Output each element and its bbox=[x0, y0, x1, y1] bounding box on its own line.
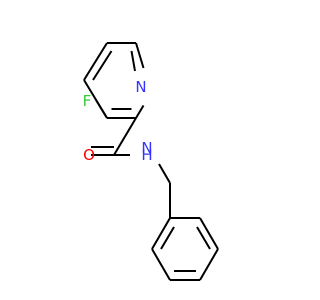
bond-b6-b1-inner bbox=[160, 226, 175, 250]
bond-c2-camide bbox=[113, 117, 137, 156]
bond-b6-b1 bbox=[151, 217, 171, 250]
bond-c5-c4 bbox=[83, 42, 108, 81]
benzene-ring bbox=[151, 217, 219, 281]
bond-n1-c6 bbox=[135, 42, 145, 69]
atom-label-pyridine-n: N bbox=[135, 78, 146, 96]
bond-b3-b4 bbox=[199, 248, 219, 281]
bond-n1-c6-inner bbox=[130, 50, 136, 72]
atom-label-amide-h: H bbox=[141, 146, 152, 164]
bond-b2-b3 bbox=[199, 217, 219, 250]
bond-c2-n1 bbox=[135, 104, 145, 119]
atom-label-oxygen: O bbox=[83, 146, 95, 164]
bond-b2-b3-inner bbox=[196, 226, 211, 250]
atom-label-fluorine: F bbox=[83, 92, 92, 110]
bond-c5-c4-inner bbox=[92, 50, 113, 81]
atom-label-amide-n: N bbox=[141, 139, 152, 157]
bond-n-ch2 bbox=[158, 163, 171, 184]
bond-c3-f bbox=[95, 99, 108, 119]
molecule-structure: N F O N H bbox=[83, 42, 219, 281]
bond-b5-b6 bbox=[151, 248, 171, 281]
